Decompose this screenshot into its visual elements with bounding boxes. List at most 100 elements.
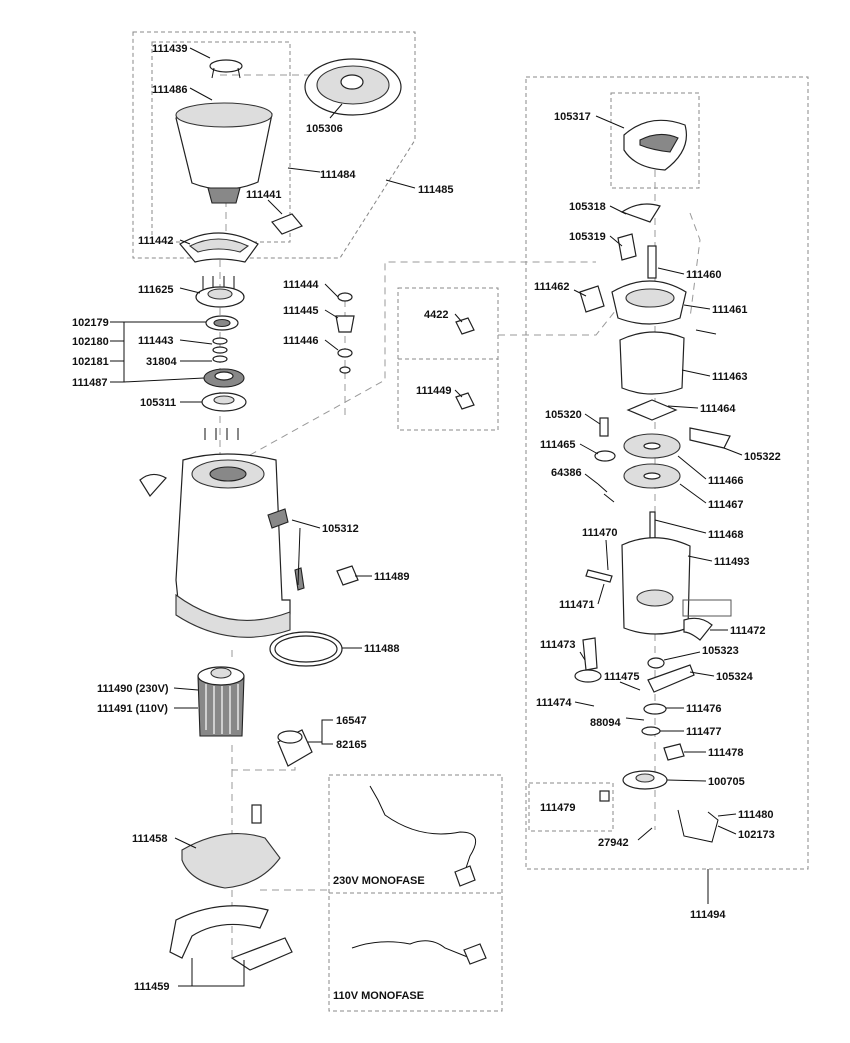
cable-parts <box>351 785 487 965</box>
label-111442: 111442 <box>138 235 174 247</box>
label-111479: 111479 <box>540 802 576 814</box>
label-105320: 105320 <box>545 409 582 421</box>
label-105318: 105318 <box>569 201 606 213</box>
label-111444: 111444 <box>283 279 319 291</box>
base-parts <box>169 804 293 971</box>
label-111480: 111480 <box>738 809 774 821</box>
label-111443: 111443 <box>138 335 174 347</box>
star-wheel <box>626 399 678 421</box>
part-111476-shape <box>643 703 667 715</box>
label-105319: 105319 <box>569 231 606 243</box>
cable-110v <box>351 940 471 959</box>
part-111477-shape <box>641 726 661 736</box>
label-111446: 111446 <box>283 335 319 347</box>
label-111462: 111462 <box>534 281 570 293</box>
part-111444-shape <box>337 292 353 302</box>
base-foot <box>169 905 269 959</box>
label-105311: 105311 <box>140 397 176 409</box>
label-111461: 111461 <box>712 304 748 316</box>
lever-111473 <box>582 637 598 671</box>
label-111477: 111477 <box>686 726 722 738</box>
label-111460: 111460 <box>686 269 722 281</box>
switch-111449 <box>455 392 475 410</box>
dash-guides <box>219 74 701 960</box>
label-27942: 27942 <box>598 837 629 849</box>
label-111468: 111468 <box>708 529 744 541</box>
switch-parts <box>455 317 475 410</box>
label-111439: 111439 <box>152 43 188 55</box>
part-111479-shape <box>599 790 610 802</box>
grinder-body <box>139 453 359 667</box>
label-111470: 111470 <box>582 527 618 539</box>
label-111493: 111493 <box>714 556 750 568</box>
label-16547: 16547 <box>336 715 367 727</box>
label-111441: 111441 <box>246 189 282 201</box>
label-111487: 111487 <box>72 377 108 389</box>
part-105324-shape <box>647 664 695 693</box>
hopper-gate <box>271 213 303 235</box>
adjustment-parts <box>335 292 355 374</box>
label-82165: 82165 <box>336 739 367 751</box>
label-111465: 111465 <box>540 439 576 451</box>
doser-lower-body <box>621 537 691 635</box>
label-102180: 102180 <box>72 336 109 348</box>
label-102181: 102181 <box>72 356 109 368</box>
cable-230v <box>369 785 477 881</box>
part-111446-shape <box>337 348 353 358</box>
dosing-parts <box>574 119 732 843</box>
label-105312: 105312 <box>322 523 359 535</box>
label-111463: 111463 <box>712 371 748 383</box>
blade <box>689 427 731 449</box>
fuse <box>251 804 262 824</box>
doser-body <box>619 331 685 395</box>
label-88094: 88094 <box>590 717 621 729</box>
part-111462-shape <box>579 285 605 313</box>
screws-lower <box>204 428 239 440</box>
label-111472: 111472 <box>730 625 766 637</box>
label-111445: 111445 <box>283 305 319 317</box>
label-111471: 111471 <box>559 599 595 611</box>
label-64386: 64386 <box>551 467 582 479</box>
label-111485: 111485 <box>418 184 454 196</box>
part-111478-shape <box>663 743 685 761</box>
part-111445-shape <box>335 315 355 333</box>
motor-parts <box>197 666 313 767</box>
part-111470-shape <box>585 569 613 583</box>
side-cap <box>139 473 167 497</box>
label-31804: 31804 <box>146 356 177 368</box>
spring <box>599 417 609 437</box>
label-102179: 102179 <box>72 317 109 329</box>
dosing-unit-frame <box>525 76 809 870</box>
label-111491: 111491 (110V) <box>97 703 168 715</box>
part-111465-shape <box>594 450 616 462</box>
label-111489: 111489 <box>374 571 410 583</box>
label-111475: 111475 <box>604 671 640 683</box>
label-111478: 111478 <box>708 747 744 759</box>
label-111476: 111476 <box>686 703 722 715</box>
hopper-assembly-frame <box>132 31 416 259</box>
base-plate <box>181 833 281 889</box>
label-105322: 105322 <box>744 451 781 463</box>
label-105317: 105317 <box>554 111 591 123</box>
label-105323: 105323 <box>702 645 739 657</box>
label-111488: 111488 <box>364 643 400 655</box>
label-111484: 111484 <box>320 169 356 181</box>
caption-230v-monofase: 230V MONOFASE <box>333 875 425 887</box>
switch-4422 <box>455 317 475 335</box>
label-111474: 111474 <box>536 697 572 709</box>
part-105319-shape <box>617 233 637 261</box>
label-111494: 111494 <box>690 909 726 921</box>
label-111467: 111467 <box>708 499 744 511</box>
part-105323-shape <box>647 657 665 669</box>
part-111489-shape <box>336 565 359 586</box>
label-111464: 111464 <box>700 403 736 415</box>
label-105306: 105306 <box>306 123 343 135</box>
label-111625: 111625 <box>138 284 174 296</box>
part-111460-shape <box>647 245 657 279</box>
label-105324: 105324 <box>716 671 754 683</box>
label-111473: 111473 <box>540 639 576 651</box>
grinder-head-parts <box>179 232 259 440</box>
hopper-knob <box>209 59 243 73</box>
part-111479-frame <box>528 782 614 832</box>
